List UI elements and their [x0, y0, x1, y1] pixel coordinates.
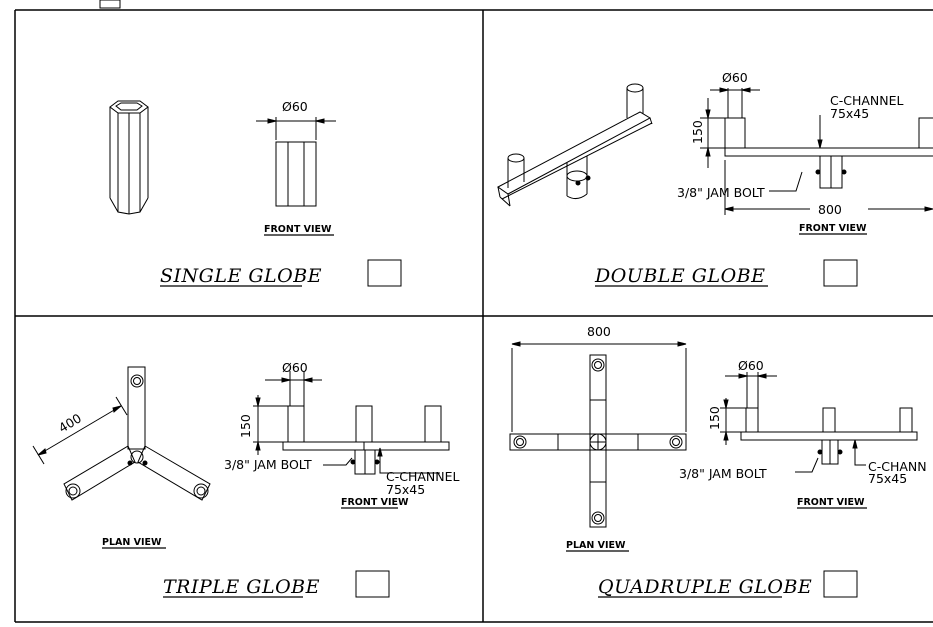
- double-height-label: 150: [690, 120, 705, 144]
- triple-plan-view: [32, 366, 211, 549]
- double-dia-label: Ø60: [722, 70, 748, 85]
- quadruple-height-label: 150: [707, 406, 722, 430]
- panel-triple-globe: [32, 366, 450, 598]
- triple-globe-title: TRIPLE GLOBE: [163, 576, 320, 598]
- triple-front-view-label: FRONT VIEW: [341, 497, 409, 508]
- double-globe-title: DOUBLE GLOBE: [594, 265, 766, 287]
- double-length-label: 800: [818, 202, 842, 217]
- single-select-box[interactable]: [367, 259, 402, 287]
- quadruple-channel-label: C-CHANN: [868, 459, 927, 474]
- triple-plan-view-label: PLAN VIEW: [102, 537, 162, 548]
- panel-double-globe: [497, 83, 933, 287]
- triple-dia-label: Ø60: [282, 360, 308, 375]
- triple-channel-size: 75x45: [386, 482, 425, 497]
- quadruple-plan-view-label: PLAN VIEW: [566, 540, 626, 551]
- quadruple-front-view-label: FRONT VIEW: [797, 497, 865, 508]
- triple-front-view: [253, 371, 450, 509]
- quadruple-front-view: [720, 372, 918, 509]
- double-front-view: [700, 87, 933, 235]
- quadruple-dia-label: Ø60: [738, 358, 764, 373]
- double-channel-size: 75x45: [830, 106, 869, 121]
- triple-channel-label: C-CHANNEL: [386, 469, 460, 484]
- quadruple-globe-title: QUADRUPLE GLOBE: [598, 576, 812, 598]
- quadruple-select-box[interactable]: [823, 570, 858, 598]
- double-iso-assembly: [497, 83, 653, 207]
- quadruple-plan-view: [509, 341, 687, 552]
- single-front-view: [256, 117, 336, 236]
- triple-select-box[interactable]: [355, 570, 390, 598]
- single-dia-label: Ø60: [282, 99, 308, 114]
- quadruple-length-label: 800: [587, 324, 611, 339]
- double-front-view-label: FRONT VIEW: [799, 223, 867, 234]
- triple-bolt-label: 3/8" JAM BOLT: [224, 457, 312, 472]
- single-globe-title: SINGLE GLOBE: [160, 265, 322, 287]
- triple-arm-label: 400: [56, 410, 84, 435]
- panel-single-globe: [109, 100, 402, 287]
- panel-quadruple-globe: [509, 341, 918, 598]
- single-front-view-label: FRONT VIEW: [264, 224, 332, 235]
- double-bolt-label: 3/8" JAM BOLT: [677, 185, 765, 200]
- triple-height-label: 150: [238, 414, 253, 438]
- sheet-frame: [14, 0, 933, 623]
- quadruple-channel-size: 75x45: [868, 471, 907, 486]
- double-select-box[interactable]: [823, 259, 858, 287]
- quadruple-bolt-label: 3/8" JAM BOLT: [679, 466, 767, 481]
- double-channel-label: C-CHANNEL: [830, 93, 904, 108]
- single-iso-post: [109, 100, 149, 215]
